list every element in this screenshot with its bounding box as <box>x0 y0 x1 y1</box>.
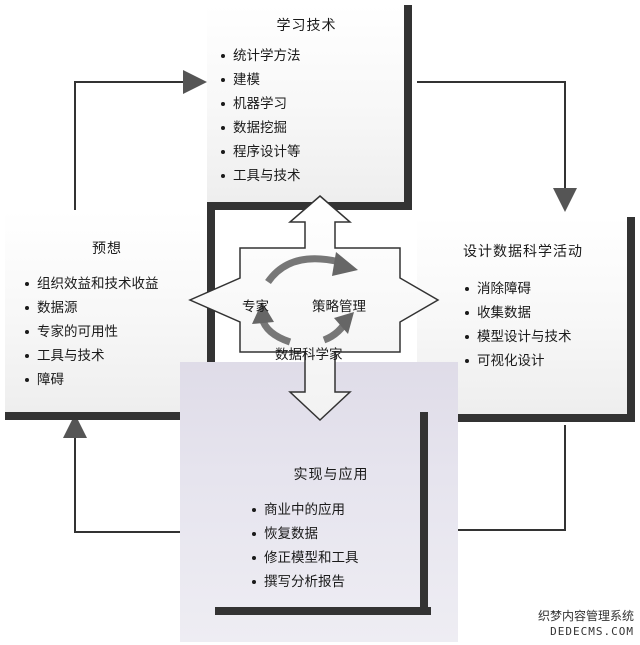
bullet-icon <box>252 508 256 512</box>
bullet-icon <box>221 102 225 106</box>
watermark: 织梦内容管理系统 DEDECMS.COM <box>538 609 634 639</box>
list-item: 商业中的应用 <box>252 498 446 522</box>
list-item: 工具与技术 <box>25 344 195 368</box>
list-item: 组织效益和技术收益 <box>25 272 195 296</box>
flow-arrow-learn-to-design <box>417 81 566 190</box>
implement-box: 实现与应用 商业中的应用 恢复数据 修正模型和工具 撰写分析报告 <box>180 362 458 642</box>
implement-title: 实现与应用 <box>293 467 369 483</box>
list-item: 可视化设计 <box>465 349 615 373</box>
bullet-icon <box>465 287 469 291</box>
bullet-icon <box>221 150 225 154</box>
four-way-arrow-icon <box>188 195 440 422</box>
bullet-icon <box>25 330 29 334</box>
list-item: 专家的可用性 <box>25 320 195 344</box>
expert-label: 专家 <box>242 299 269 315</box>
prepare-title: 预想 <box>92 241 122 257</box>
list-item: 收集数据 <box>465 301 615 325</box>
bullet-icon <box>252 580 256 584</box>
cycle-arrowhead-left <box>252 302 274 324</box>
arrowhead-to-learn <box>183 70 207 94</box>
flow-arrow-design-to-impl <box>440 425 566 531</box>
list-item: 模型设计与技术 <box>465 325 615 349</box>
bullet-icon <box>465 311 469 315</box>
list-item: 机器学习 <box>221 92 392 116</box>
list-item: 障碍 <box>25 368 195 392</box>
list-item: 撰写分析报告 <box>252 570 446 594</box>
list-item: 数据源 <box>25 296 195 320</box>
prepare-list: 组织效益和技术收益 数据源 专家的可用性 工具与技术 障碍 <box>19 272 195 392</box>
bullet-icon <box>25 306 29 310</box>
design-list: 消除障碍 收集数据 模型设计与技术 可视化设计 <box>431 277 615 373</box>
list-item: 消除障碍 <box>465 277 615 301</box>
implement-list: 商业中的应用 恢复数据 修正模型和工具 撰写分析报告 <box>240 498 446 594</box>
watermark-line1: 织梦内容管理系统 <box>537 609 634 623</box>
list-item: 修正模型和工具 <box>252 546 446 570</box>
list-item: 数据挖掘 <box>221 116 392 140</box>
cycle-arrowhead-top <box>332 252 358 276</box>
learn-list: 统计学方法 建模 机器学习 数据挖掘 程序设计等 工具与技术 <box>221 44 392 188</box>
bullet-icon <box>221 54 225 58</box>
list-item: 恢复数据 <box>252 522 446 546</box>
flow-arrow-impl-to-prepare <box>74 436 210 533</box>
bullet-icon <box>252 532 256 536</box>
implement-shadow-right <box>420 412 428 607</box>
bullet-icon <box>25 378 29 382</box>
learn-box: 学习技术 统计学方法 建模 机器学习 数据挖掘 程序设计等 工具与技术 <box>207 5 412 210</box>
bullet-icon <box>465 359 469 363</box>
learn-title: 学习技术 <box>276 18 337 34</box>
implement-shadow-bottom <box>215 607 431 615</box>
list-item: 程序设计等 <box>221 140 392 164</box>
data-scientist-label: 数据科学家 <box>275 347 343 363</box>
prepare-box: 预想 组织效益和技术收益 数据源 专家的可用性 工具与技术 障碍 <box>5 210 215 420</box>
cycle-arrowhead-right <box>334 312 354 334</box>
list-item: 工具与技术 <box>221 164 392 188</box>
list-item: 建模 <box>221 68 392 92</box>
arrowhead-to-design <box>553 188 577 212</box>
bullet-icon <box>221 126 225 130</box>
bullet-icon <box>25 354 29 358</box>
design-title: 设计数据科学活动 <box>463 244 583 260</box>
arrowhead-to-prepare <box>63 414 87 438</box>
bullet-icon <box>252 556 256 560</box>
strategy-label: 策略管理 <box>312 299 366 315</box>
list-item: 统计学方法 <box>221 44 392 68</box>
bullet-icon <box>221 78 225 82</box>
cycle-arrow-top-icon <box>265 255 341 285</box>
bullet-icon <box>465 335 469 339</box>
flow-arrow-prepare-to-learn <box>74 81 185 212</box>
watermark-line2: DEDECMS.COM <box>550 625 634 638</box>
bullet-icon <box>221 174 225 178</box>
bullet-icon <box>25 282 29 286</box>
